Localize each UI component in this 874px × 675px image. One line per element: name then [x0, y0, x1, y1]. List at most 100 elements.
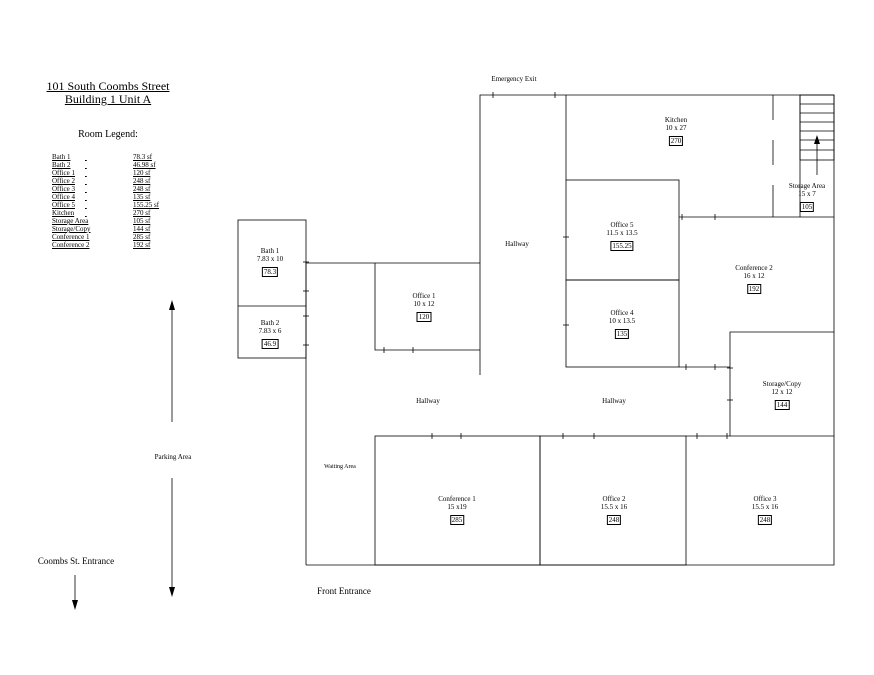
room-office1: Office 1 10 x 12 120: [413, 292, 436, 322]
hallway-top-label: Hallway: [505, 240, 529, 248]
room-name: Office 5: [610, 221, 634, 229]
room-name: Conference 2: [735, 264, 773, 272]
room-conference2: Conference 2 16 x 12 192: [735, 264, 773, 294]
front-entrance-label: Front Entrance: [317, 586, 371, 596]
plan-title-address: 101 South Coombs Street: [46, 79, 170, 93]
room-name: Bath 2: [260, 319, 280, 327]
storage-copy-wall: [729, 331, 834, 436]
legend-room-area: 155.25 sf: [133, 201, 160, 209]
legend-room-name: Bath 2: [52, 161, 71, 169]
room-kitchen: Kitchen 10 x 27 270: [665, 116, 687, 146]
room-area: 120: [416, 312, 432, 322]
legend-room-name: Office 5: [52, 201, 75, 209]
legend-room-area: 270 sf: [133, 209, 151, 217]
room-dims: 12 x 12: [771, 388, 793, 396]
legend-room-name: Office 2: [52, 177, 75, 185]
room-dims: 10 x 13.5: [608, 317, 636, 325]
office1-wall: [374, 263, 480, 351]
room-conference1: Conference 1 15 x19 285: [438, 495, 476, 525]
legend-row: Bath 2 46.98 sf: [52, 161, 159, 169]
plan-title-unit: Building 1 Unit A: [64, 92, 152, 106]
waiting-area-label: Waiting Area: [324, 464, 356, 470]
room-area: 248: [757, 515, 773, 525]
legend-row: Conference 1 285 sf: [52, 233, 159, 241]
legend-room-area: 144 sf: [133, 225, 151, 233]
room-area: 285: [449, 515, 465, 525]
legend-row: Bath 1 78.3 sf: [52, 153, 159, 161]
room-bath2: Bath 2 7.83 x 6 46.9: [258, 319, 282, 349]
legend-room-area: 78.3 sf: [133, 153, 153, 161]
room-storage-area: Storage Area 15 x 7 105: [789, 182, 825, 212]
room-dims: 15.5 x 16: [600, 503, 628, 511]
room-name: Storage Area: [788, 182, 826, 190]
street-entrance-label: Coombs St. Entrance: [37, 556, 115, 566]
emergency-exit-label: Emergency Exit: [491, 75, 537, 83]
legend-room-area: 248 sf: [133, 177, 151, 185]
room-name: Conference 1: [438, 495, 476, 503]
legend-room-area: 192 sf: [133, 241, 151, 249]
room-dims: 16 x 12: [743, 272, 765, 280]
room-name: Office 1: [412, 292, 436, 300]
legend-room-area: 120 sf: [133, 169, 151, 177]
room-area: 78.3: [261, 267, 279, 277]
legend-row: Kitchen 270 sf: [52, 209, 159, 217]
legend-row: Office 3 248 sf: [52, 185, 159, 193]
legend-row: Storage/Copy 144 sf: [52, 225, 159, 233]
legend-heading: Room Legend:: [78, 129, 138, 140]
legend-room-name: Office 4: [52, 193, 75, 201]
legend-room-name: Bath 1: [52, 153, 71, 161]
room-office3: Office 3 15.5 x 16 248: [752, 495, 778, 525]
legend-row: Office 4 135 sf: [52, 193, 159, 201]
room-legend: Bath 1 78.3 sf Bath 2 46.98 sf Office 1 …: [52, 153, 159, 249]
office2-wall: [539, 435, 687, 566]
room-dims: 10 x 27: [665, 124, 687, 132]
legend-room-area: 135 sf: [133, 193, 151, 201]
legend-row: Office 5 155.25 sf: [52, 201, 159, 209]
room-bath1: Bath 1 7.83 x 10 78.3: [257, 247, 283, 277]
room-area: 248: [606, 515, 622, 525]
legend-row: Conference 2 192 sf: [52, 241, 159, 249]
legend-room-area: 285 sf: [133, 233, 151, 241]
room-storage-copy: Storage/Copy 12 x 12 144: [762, 380, 802, 410]
room-name: Office 4: [610, 309, 634, 317]
hallway-left-label: Hallway: [416, 397, 440, 405]
legend-room-name: Conference 2: [52, 241, 90, 249]
room-area: 135: [614, 329, 630, 339]
legend-room-area: 46.98 sf: [133, 161, 156, 169]
legend-room-name: Office 1: [52, 169, 75, 177]
room-area: 105: [799, 202, 815, 212]
room-name: Bath 1: [260, 247, 280, 255]
room-dims: 15 x19: [447, 503, 467, 511]
legend-room-name: Conference 1: [52, 233, 90, 241]
legend-row: Office 1 120 sf: [52, 169, 159, 177]
room-dims: 7.83 x 6: [258, 327, 282, 335]
legend-room-area: 105 sf: [133, 217, 151, 225]
room-name: Office 3: [753, 495, 777, 503]
legend-room-name: Kitchen: [52, 209, 75, 217]
room-name: Office 2: [602, 495, 626, 503]
room-name: Storage/Copy: [762, 380, 802, 388]
room-dims: 15 x 7: [798, 190, 816, 198]
room-area: 192: [746, 284, 762, 294]
legend-row: Storage Area 105 sf: [52, 217, 159, 225]
legend-room-name: Office 3: [52, 185, 75, 193]
room-area: 46.9: [261, 339, 279, 349]
parking-area-label: Parking Area: [154, 453, 192, 461]
room-area: 270: [668, 136, 684, 146]
legend-row: Office 2 248 sf: [52, 177, 159, 185]
bath-block-wall: [237, 219, 307, 359]
legend-room-name: Storage/Copy: [52, 225, 91, 233]
office4-wall: [565, 279, 680, 368]
room-area: 144: [774, 400, 790, 410]
room-office4: Office 4 10 x 13.5 135: [609, 309, 635, 339]
room-dims: 7.83 x 10: [256, 255, 284, 263]
room-area: 155.25: [610, 241, 634, 251]
room-office2: Office 2 15.5 x 16 248: [601, 495, 627, 525]
room-dims: 11.5 x 13.5: [606, 229, 638, 237]
hallway-right-label: Hallway: [602, 397, 626, 405]
legend-room-name: Storage Area: [52, 217, 89, 225]
legend-room-area: 248 sf: [133, 185, 151, 193]
room-office5: Office 5 11.5 x 13.5 155.25: [606, 221, 638, 251]
room-name: Kitchen: [664, 116, 688, 124]
